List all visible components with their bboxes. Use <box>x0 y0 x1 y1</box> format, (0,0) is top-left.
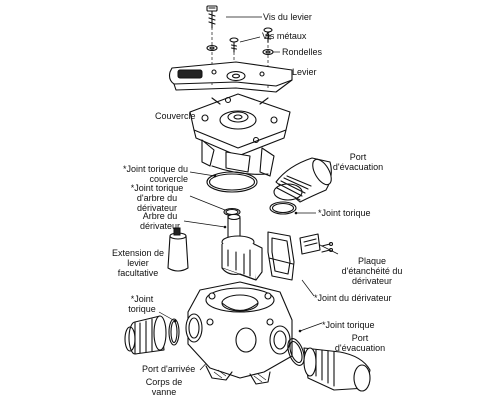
lever-screw <box>206 5 218 29</box>
diverter-seal-plate <box>267 231 295 281</box>
label-exhaust-port-bottom: Port d'évacuation <box>334 333 386 353</box>
label-o-ring-left: *Joint torique <box>128 294 156 314</box>
label-diverter-seal: *Joint du dérivateur <box>314 293 392 303</box>
label-cover-o-ring: *Joint torique du couvercle <box>122 164 188 184</box>
washers <box>206 44 274 56</box>
exhaust-port-bottom <box>303 347 371 392</box>
inlet-o-ring <box>168 318 180 346</box>
diverter <box>221 213 263 281</box>
label-diverter-shaft: Arbre du dérivateur <box>139 211 181 231</box>
label-valve-body: Corps de vanne <box>145 377 183 397</box>
port-o-ring-bottom <box>287 338 305 366</box>
cover <box>189 93 291 177</box>
label-shaft-o-ring: *Joint torique d'arbre du dérivateur <box>130 183 184 213</box>
label-o-ring-bottom: *Joint torique <box>322 320 375 330</box>
label-exhaust-port-top: Port d'évacuation <box>332 152 384 172</box>
lever <box>168 61 293 93</box>
label-seal-plate: Plaque d'étanchéité du dérivateur <box>341 256 403 286</box>
seal-plate-clips <box>299 233 334 255</box>
label-inlet-port: Port d'arrivée <box>142 364 196 374</box>
exhaust-port-top <box>273 157 332 203</box>
valve-body <box>185 281 293 385</box>
label-cover: Couvercle <box>155 111 196 121</box>
label-lever: Levier <box>292 67 317 77</box>
lever-extension <box>167 227 189 272</box>
metal-screw-right <box>263 27 273 43</box>
label-lever-extension: Extension de levier facultative <box>111 248 165 278</box>
cover-o-ring <box>206 171 258 193</box>
label-lever-screw: Vis du levier <box>263 12 312 22</box>
port-o-ring-top <box>269 201 297 215</box>
metal-screw-center <box>229 37 239 53</box>
inlet-port <box>124 315 167 355</box>
label-o-ring-right: *Joint torique <box>318 208 371 218</box>
label-washers: Rondelles <box>282 47 323 57</box>
label-metal-screws: Vis métaux <box>262 31 307 41</box>
